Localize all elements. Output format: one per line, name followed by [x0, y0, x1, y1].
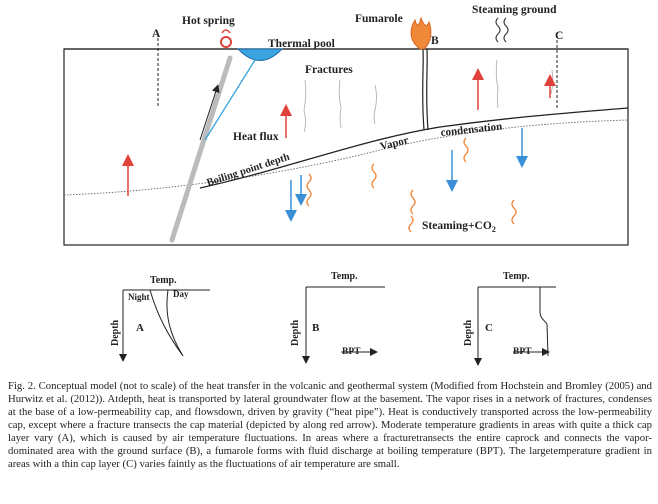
profile-c-temp-label: Temp. — [503, 271, 530, 282]
profile-a-graph — [119, 289, 210, 362]
profile-a-temp-label: Temp. — [150, 275, 177, 286]
thermal-pool — [236, 48, 284, 61]
fractures-label: Fractures — [305, 64, 353, 76]
fracture-heat-arrow — [199, 84, 220, 141]
profile-a-day-label: Day — [173, 289, 189, 299]
hot-spring-icon — [220, 29, 232, 48]
profile-a-depth-label: Depth — [110, 319, 121, 346]
fumarole-icon — [410, 16, 432, 50]
fumarole-label: Fumarole — [355, 13, 403, 25]
location-b-label: B — [431, 35, 439, 47]
location-c-label: C — [555, 30, 563, 42]
profile-b-temp-label: Temp. — [331, 271, 358, 282]
profile-b-bpt-label: BPT — [342, 347, 361, 357]
cross-section-box — [63, 48, 629, 246]
boiling-point-depth-line — [63, 119, 629, 196]
conceptual-model-diagram: Hot spring Fumarole Steaming ground Ther… — [63, 4, 629, 366]
profile-b-depth-label: Depth — [290, 319, 301, 346]
hot-spring-label: Hot spring — [182, 15, 235, 27]
heat-flux-label: Heat flux — [233, 131, 279, 143]
profile-a-night-label: Night — [128, 292, 150, 302]
steaming-ground-icon — [495, 17, 509, 43]
profile-c-graph — [474, 286, 556, 366]
profile-b-id-label: B — [312, 322, 320, 334]
profile-c-id-label: C — [485, 322, 493, 334]
cap-base-line — [199, 107, 629, 189]
profile-a-id-label: A — [136, 322, 144, 334]
profile-c-depth-label: Depth — [463, 319, 474, 346]
day-curve — [166, 289, 184, 357]
profile-c-curve — [539, 287, 549, 357]
condensation-label: condensation — [440, 121, 503, 139]
boiling-point-depth-label: Boiling point depth — [206, 152, 292, 189]
profile-b-graph — [302, 286, 385, 364]
night-curve — [149, 289, 184, 357]
location-a-label: A — [152, 28, 161, 40]
fumarole-conduit — [422, 48, 425, 131]
vapor-label: Vapor — [379, 134, 410, 153]
profile-c-bpt-label: BPT — [513, 347, 532, 357]
main-fracture — [169, 55, 233, 243]
steam-squiggles — [306, 137, 517, 233]
steaming-ground-label: Steaming ground — [472, 4, 557, 16]
steaming-co2-label: Steaming+CO2 — [422, 220, 496, 234]
pool-fracture-link — [204, 59, 256, 141]
thermal-pool-label: Thermal pool — [268, 38, 335, 50]
fracture-network — [303, 59, 554, 133]
figure-caption: Fig. 2. Conceptual model (not to scale) … — [8, 380, 652, 470]
